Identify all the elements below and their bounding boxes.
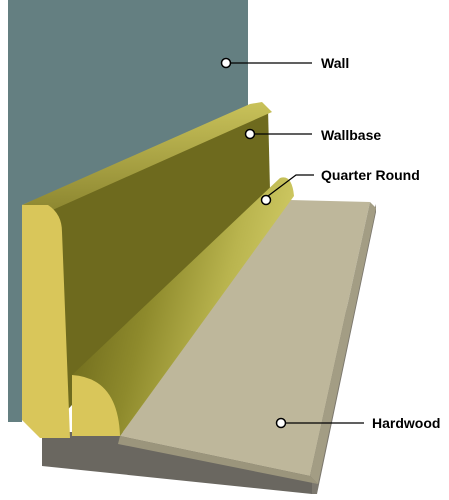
callout-wallbase: Wallbase [244,127,381,143]
callout-hardwood-label: Hardwood [372,415,440,431]
callout-hardwood: Hardwood [275,415,440,431]
wall-panel [8,0,248,422]
quarter-round-body [72,177,294,436]
callout-wall: Wall [220,55,349,71]
callout-hardwood-dot [275,417,287,429]
callout-quarter-round-label: Quarter Round [321,167,420,183]
callout-wall-label: Wall [321,55,349,71]
callout-wallbase-label: Wallbase [321,127,381,143]
hardwood-bottom-edge [118,436,318,484]
callout-quarter-round-leader [267,174,314,197]
callout-wall-dot [220,57,232,69]
quarter-round-end-cap [72,375,120,436]
callout-quarter-round: Quarter Round [260,167,420,206]
wallbase-top-bevel [22,102,272,212]
callout-wallbase-dot [244,128,256,140]
callout-quarter-round-dot [260,194,272,206]
wallbase-end-cap [22,205,70,438]
hardwood-front-edge [310,202,376,484]
hardwood-top [120,200,370,476]
